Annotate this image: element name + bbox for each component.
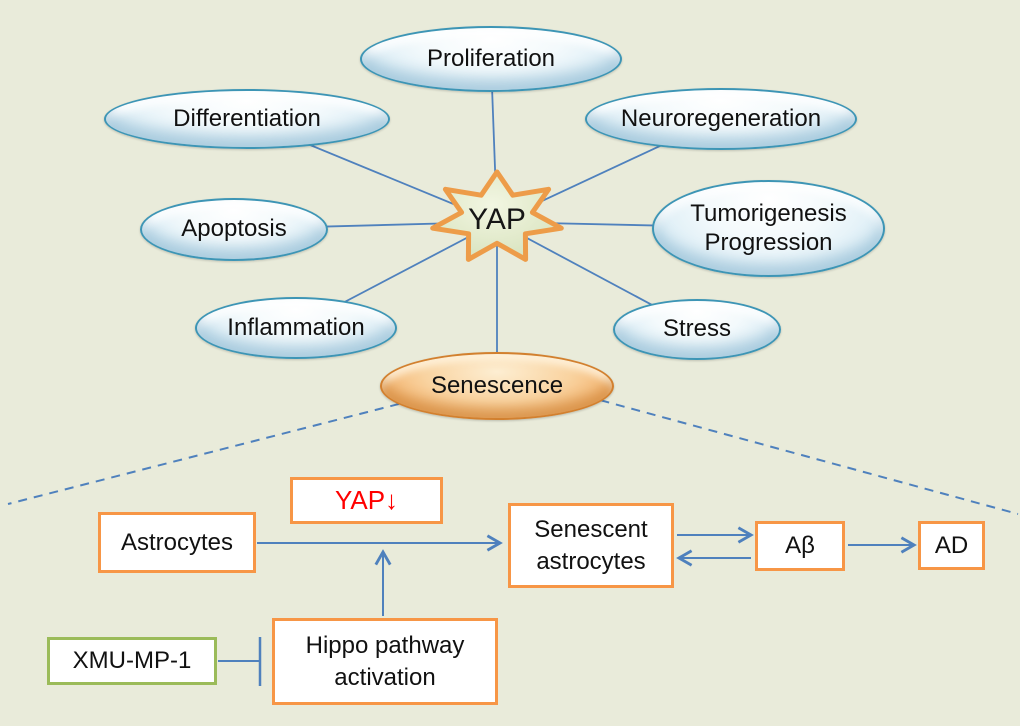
dashed-expansion-lines bbox=[7, 395, 1019, 515]
node-apoptosis: Apoptosis bbox=[140, 198, 328, 261]
box-astrocytes: Astrocytes bbox=[98, 512, 256, 573]
node-senescence: Senescence bbox=[380, 352, 614, 420]
node-differentiation: Differentiation bbox=[104, 89, 390, 149]
box-alzheimers-disease: AD bbox=[918, 521, 985, 570]
box-xmu-mp-1: XMU-MP-1 bbox=[47, 637, 217, 685]
node-inflammation-label: Inflammation bbox=[227, 313, 365, 341]
box-hippo-pathway-activation-label: Hippo pathway activation bbox=[305, 632, 465, 691]
box-yap-down: YAP↓ bbox=[290, 477, 443, 524]
node-neuroregeneration: Neuroregeneration bbox=[585, 88, 857, 150]
node-senescence-label: Senescence bbox=[430, 371, 564, 399]
box-hippo-pathway-activation: Hippo pathway activation bbox=[272, 618, 498, 705]
node-proliferation: Proliferation bbox=[360, 26, 622, 92]
yap-hub-label: YAP bbox=[468, 203, 526, 236]
dashed-expansion-line-right bbox=[584, 395, 1019, 515]
box-amyloid-beta-label: Aβ bbox=[785, 532, 815, 560]
node-proliferation-label: Proliferation bbox=[426, 44, 556, 72]
node-inflammation: Inflammation bbox=[195, 297, 397, 359]
dashed-expansion-line-left bbox=[7, 395, 431, 505]
node-differentiation-label: Differentiation bbox=[173, 104, 321, 132]
node-tumorigenesis-progression-label: Tumorigenesis Progression bbox=[690, 199, 847, 256]
node-neuroregeneration-label: Neuroregeneration bbox=[620, 104, 822, 132]
yap-star-shape bbox=[430, 169, 564, 262]
box-alzheimers-disease-label: AD bbox=[934, 531, 969, 559]
box-senescent-astrocytes-label: Senescent astrocytes bbox=[534, 516, 648, 575]
box-astrocytes-label: Astrocytes bbox=[120, 528, 234, 556]
node-apoptosis-label: Apoptosis bbox=[181, 215, 287, 243]
box-amyloid-beta: Aβ bbox=[755, 521, 845, 571]
box-xmu-mp-1-label: XMU-MP-1 bbox=[72, 647, 192, 675]
box-senescent-astrocytes: Senescent astrocytes bbox=[508, 503, 674, 588]
box-yap-down-label: YAP↓ bbox=[334, 484, 399, 515]
node-stress-label: Stress bbox=[662, 315, 731, 343]
node-stress: Stress bbox=[613, 299, 781, 360]
node-tumorigenesis-progression: Tumorigenesis Progression bbox=[652, 180, 885, 277]
